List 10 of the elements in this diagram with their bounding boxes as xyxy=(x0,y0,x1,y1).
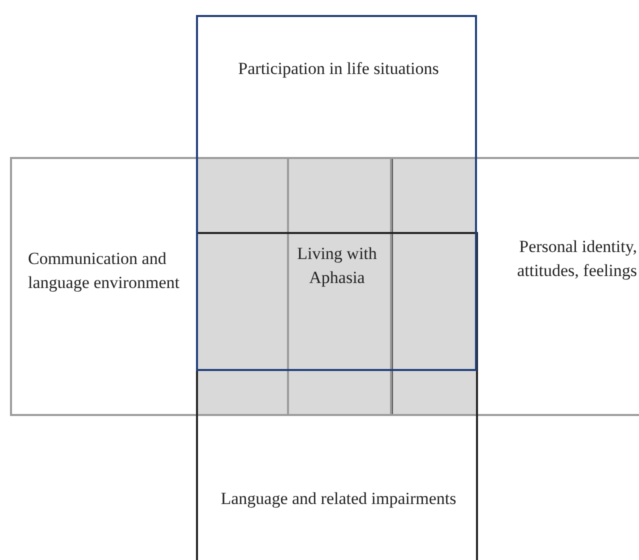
domain-box xyxy=(10,157,392,416)
domain-label: Personal identity, attitudes, feelings xyxy=(516,236,637,282)
domain-box xyxy=(287,157,639,416)
center-label: Living with Aphasia xyxy=(296,243,378,289)
domain-box xyxy=(196,15,477,371)
domain-label: Language and related impairments xyxy=(220,488,458,510)
domain-label: Participation in life situations xyxy=(237,58,440,80)
domain-label: Communication and language environment xyxy=(28,248,181,294)
domain-box xyxy=(196,232,478,560)
center-overlap-area xyxy=(196,157,477,415)
